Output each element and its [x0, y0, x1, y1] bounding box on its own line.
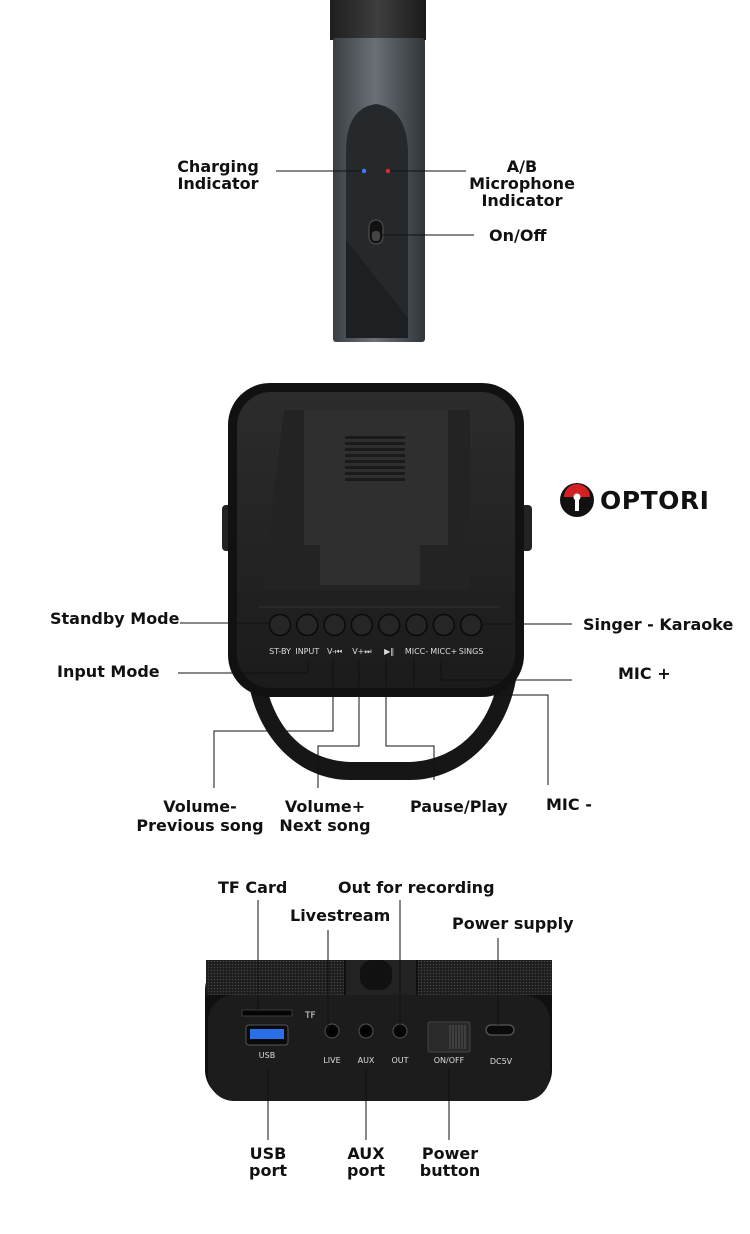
control-button — [268, 613, 292, 637]
svg-text:USB: USB — [259, 1051, 275, 1060]
speaker-strap — [248, 680, 516, 780]
label-volume-minus: Volume- Previous song — [136, 797, 264, 835]
control-button — [350, 613, 374, 637]
control-button-label: V+⏭ — [352, 647, 371, 656]
control-button-label: ▶‖ — [384, 647, 394, 656]
dc-power-port — [485, 1024, 515, 1036]
brand-name: OPTORI — [600, 486, 710, 515]
control-button — [405, 613, 428, 637]
microphone-head — [330, 0, 426, 40]
label-mic-minus: MIC - — [546, 795, 592, 814]
control-button — [377, 613, 401, 637]
speaker-bottom: TF USB LIVE AUX OUT ON/OFF DC5V — [205, 960, 552, 1101]
svg-text:DC5V: DC5V — [490, 1057, 513, 1066]
label-power-supply: Power supply — [452, 914, 574, 933]
label-tf-card: TF Card — [218, 878, 288, 897]
speaker-mesh-left — [206, 960, 344, 995]
label-pause-play: Pause/Play — [410, 797, 508, 816]
speaker-callout-lines — [178, 622, 572, 788]
label-livestream: Livestream — [290, 906, 391, 925]
power-switch — [427, 1021, 471, 1053]
label-ab-microphone-indicator: A/B Microphone Indicator — [469, 157, 575, 210]
control-button-label: MICC- — [405, 647, 428, 656]
control-button-label: MICC+ — [430, 647, 457, 656]
microphone — [330, 0, 426, 342]
label-on-off: On/Off — [489, 226, 547, 245]
control-button-label: V-⏮ — [327, 647, 342, 656]
control-button-label: SINGS — [459, 647, 484, 656]
charging-indicator-led — [361, 168, 367, 174]
speaker-mesh-right — [418, 960, 552, 995]
tf-card-slot — [241, 1009, 293, 1017]
brand-logo-icon — [560, 483, 594, 517]
label-aux-port: AUX port — [347, 1144, 385, 1180]
control-button-label: ST-BY — [269, 647, 291, 656]
svg-text:TF: TF — [304, 1011, 316, 1021]
label-out-for-recording: Out for recording — [338, 878, 495, 897]
svg-text:LIVE: LIVE — [323, 1056, 340, 1065]
svg-text:ON/OFF: ON/OFF — [434, 1056, 465, 1065]
svg-text:AUX: AUX — [358, 1056, 375, 1065]
label-usb-port: USB port — [249, 1144, 287, 1180]
ab-indicator-led — [385, 168, 391, 174]
speaker-front: ST-BY INPUT V-⏮ V+⏭ ▶‖ MICC-MICC+SINGS — [222, 383, 532, 780]
label-standby-mode: Standby Mode — [50, 609, 180, 628]
control-button — [459, 613, 483, 637]
label-power-button: Power button — [419, 1144, 481, 1180]
label-mic-plus: MIC + — [618, 664, 671, 683]
label-charging-indicator: Charging Indicator — [177, 157, 259, 193]
speaker-grille-vent — [345, 436, 405, 481]
label-singer-karaoke: Singer - Karaoke — [583, 615, 734, 634]
control-button-label: INPUT — [295, 647, 319, 656]
control-button — [432, 613, 456, 637]
microphone-callout-lines — [276, 170, 474, 236]
label-input-mode: Input Mode — [57, 662, 160, 681]
label-volume-plus: Volume+ Next song — [279, 797, 371, 835]
svg-text:OUT: OUT — [391, 1056, 408, 1065]
control-button — [323, 613, 346, 637]
control-button — [296, 613, 319, 637]
control-buttons: ST-BY INPUT V-⏮ V+⏭ ▶‖ MICC-MICC+SINGS — [268, 613, 484, 656]
bottom-callout-lines — [257, 900, 499, 1140]
